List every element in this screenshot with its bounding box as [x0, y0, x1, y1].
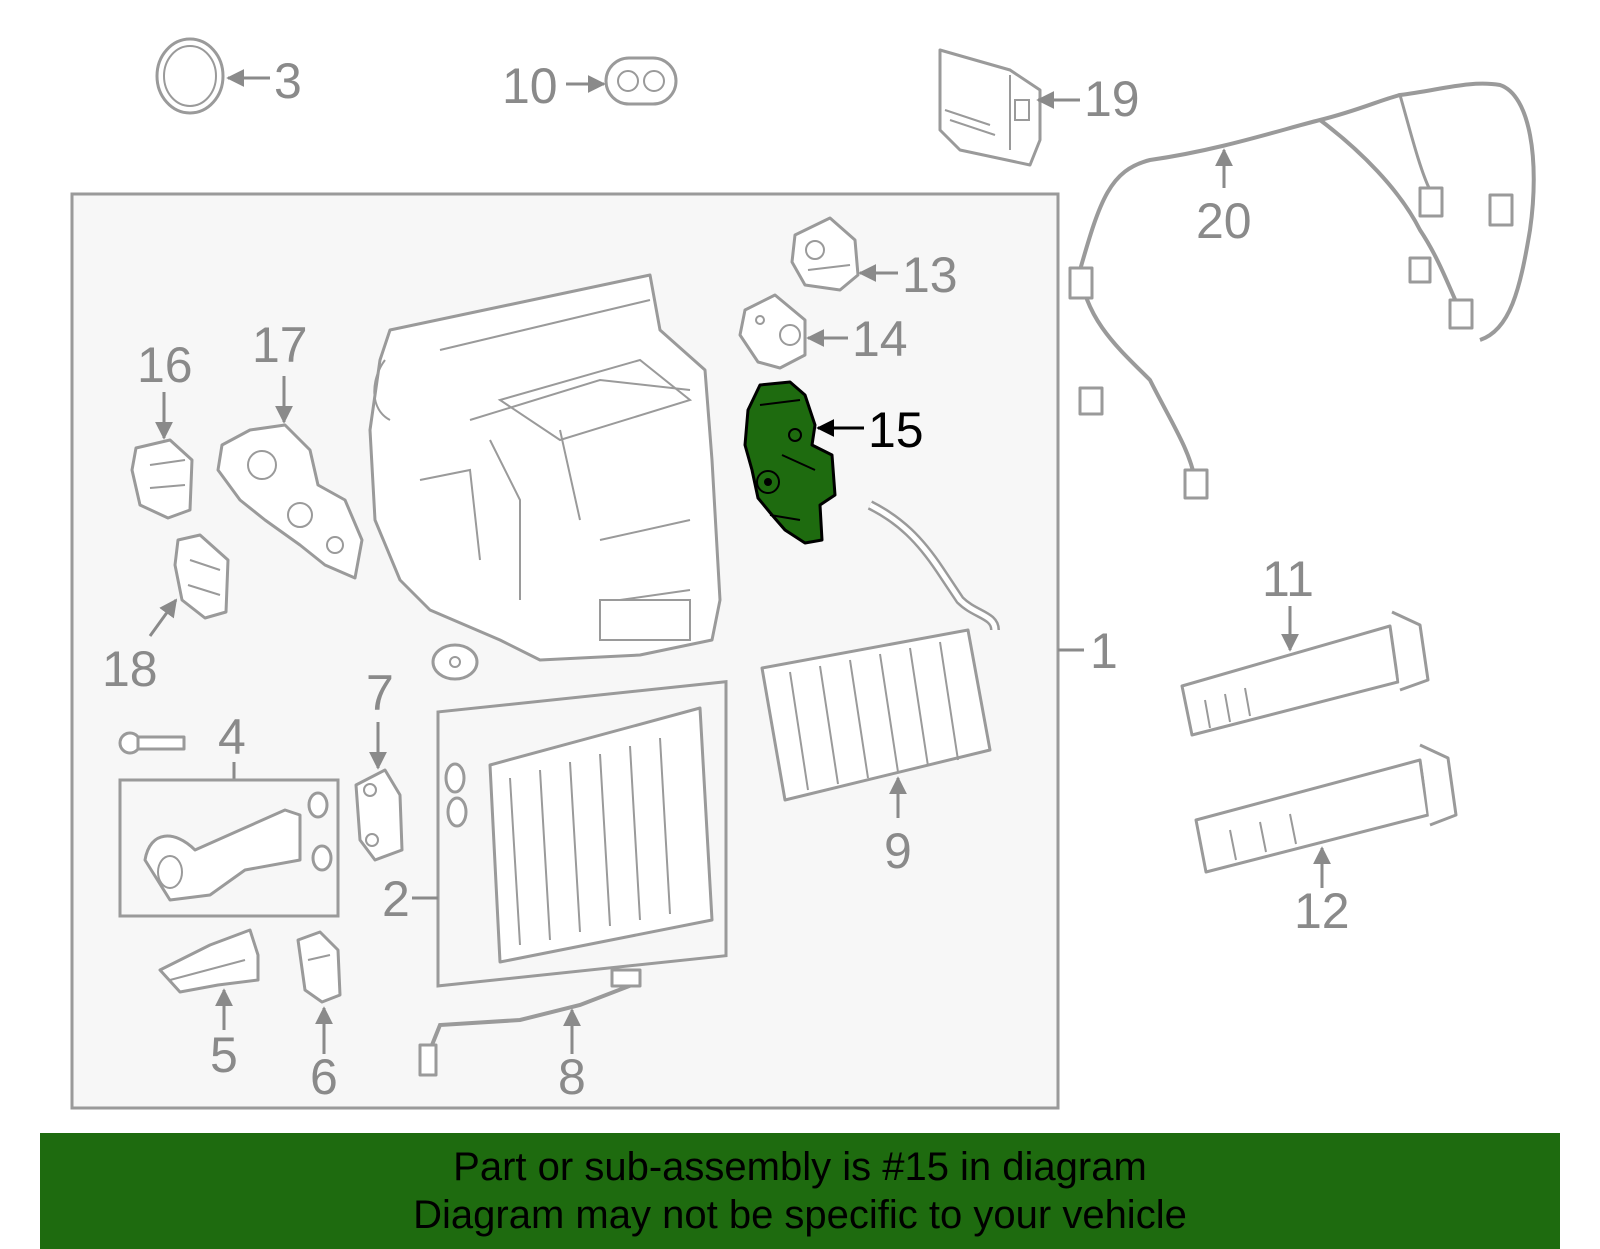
part-2-evaporator [444, 706, 714, 964]
part-19-control-module [938, 48, 1042, 167]
info-banner: Part or sub-assembly is #15 in diagram D… [40, 1133, 1560, 1249]
callout-19: 19 [1084, 71, 1140, 127]
part-17-blower-assembly [216, 423, 364, 580]
part-2-frame [436, 680, 728, 988]
callout-9: 9 [884, 823, 912, 879]
part-10-grommet [604, 56, 678, 106]
part-3-seal-ring [155, 37, 225, 115]
callout-13: 13 [902, 247, 958, 303]
callout-20: 20 [1196, 193, 1252, 249]
part-12-ptc-heater [1194, 743, 1458, 874]
callout-12: 12 [1294, 883, 1350, 939]
part-15-actuator-highlighted [743, 380, 837, 545]
part-20-wire-harness [1068, 81, 1536, 500]
part-7-expansion-valve [354, 768, 404, 862]
banner-line-2: Diagram may not be specific to your vehi… [413, 1193, 1187, 1237]
part-18-actuator [173, 533, 230, 620]
callout-18: 18 [102, 641, 158, 697]
callout-8: 8 [558, 1049, 586, 1105]
callout-4: 4 [218, 709, 246, 765]
hvac-small-gasket [431, 643, 479, 681]
part-14-actuator [738, 293, 807, 370]
callout-2: 2 [382, 871, 410, 927]
part-4-kit-box [118, 778, 340, 918]
part-4-bolt [118, 731, 186, 755]
callout-14: 14 [852, 311, 908, 367]
callout-15: 15 [868, 402, 924, 458]
callout-10: 10 [502, 58, 558, 114]
part-8-temperature-sensor [418, 968, 642, 1077]
banner-line-1: Part or sub-assembly is #15 in diagram [453, 1145, 1147, 1189]
part-16-actuator [130, 438, 194, 520]
callout-6: 6 [310, 1049, 338, 1105]
callout-11: 11 [1262, 551, 1314, 607]
callout-16: 16 [137, 337, 193, 393]
callout-7: 7 [366, 665, 394, 721]
callout-1: 1 [1090, 623, 1118, 679]
part-5-bracket [158, 928, 260, 994]
part-6-sensor [296, 930, 342, 1004]
part-9-heater-core [760, 500, 1000, 802]
callout-3: 3 [274, 53, 302, 109]
part-11-ptc-heater [1180, 610, 1430, 737]
hvac-case-housing [368, 273, 722, 662]
part-4-pipe-fitting [143, 791, 333, 902]
callout-5: 5 [210, 1027, 238, 1083]
callout-17: 17 [252, 317, 308, 373]
part-13-actuator [790, 216, 860, 292]
